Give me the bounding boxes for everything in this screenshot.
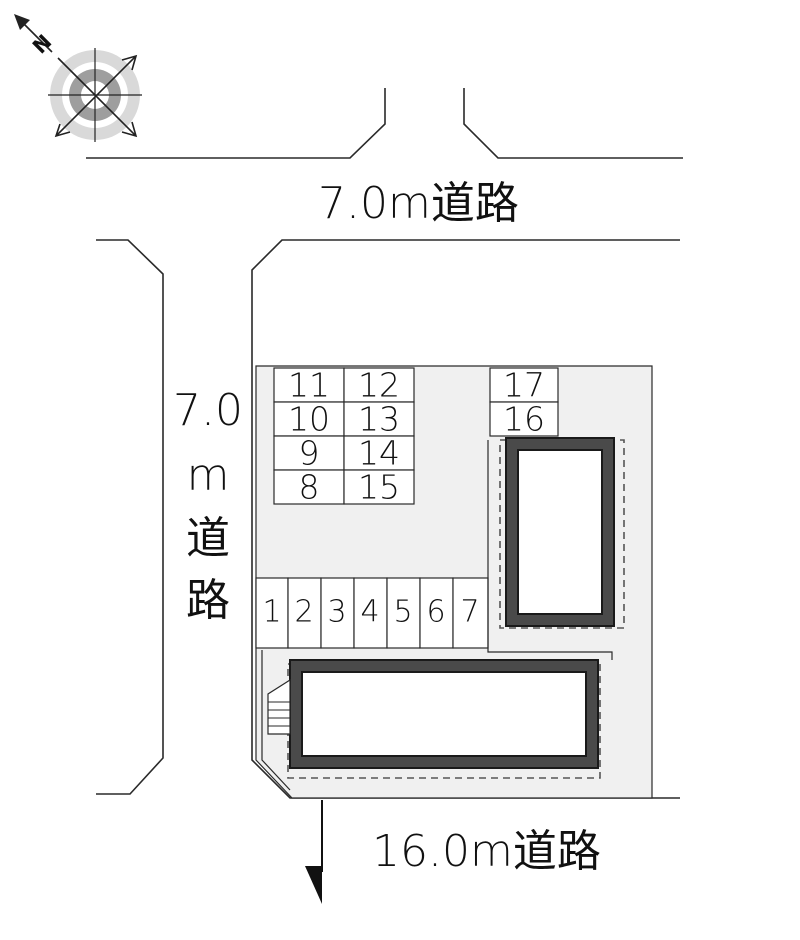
parking-space-label: 4 — [360, 595, 379, 630]
road-label-bottom: 16.0m道路 — [372, 826, 601, 877]
parking-space-label: 9 — [299, 434, 320, 473]
parking-block-a: 11 12 10 13 9 14 8 15 — [273, 366, 415, 507]
north-label: N — [28, 30, 57, 59]
road-label-left-part: m — [187, 450, 230, 501]
road-label-left-part: 7.0 — [173, 385, 243, 436]
parking-space-label: 16 — [503, 400, 545, 439]
parking-space-label: 17 — [503, 366, 545, 405]
parking-space-label: 11 — [288, 366, 330, 405]
compass-rose-icon — [14, 14, 142, 142]
road-label-top: 7.0m道路 — [318, 178, 519, 229]
parking-space-label: 2 — [294, 595, 313, 630]
parking-space-label: 7 — [460, 595, 479, 630]
parking-block-b: 17 16 — [489, 366, 559, 439]
building-vertical — [499, 437, 625, 629]
road-label-left: 7.0 m 道 路 — [173, 385, 243, 626]
stairs-icon — [267, 678, 291, 735]
parking-space-label: 13 — [358, 400, 400, 439]
walkway-outline — [261, 440, 613, 791]
parking-space-label: 1 — [262, 595, 281, 630]
parking-space-label: 6 — [426, 595, 445, 630]
entrance-arrow-icon — [305, 800, 323, 904]
parking-space-label: 14 — [358, 434, 400, 473]
road-label-left-part: 路 — [186, 575, 230, 626]
road-label-left-part: 道 — [186, 513, 230, 564]
road-left-edge — [96, 239, 164, 795]
building-horizontal — [287, 659, 601, 779]
parking-row-c: 1 2 3 4 5 6 7 — [255, 577, 489, 649]
parking-space-label: 5 — [393, 595, 412, 630]
parking-space-label: 12 — [358, 366, 400, 405]
parking-space-label: 10 — [288, 400, 330, 439]
parking-space-label: 8 — [299, 468, 320, 507]
parking-space-label: 15 — [358, 468, 400, 507]
parking-space-label: 3 — [327, 595, 346, 630]
